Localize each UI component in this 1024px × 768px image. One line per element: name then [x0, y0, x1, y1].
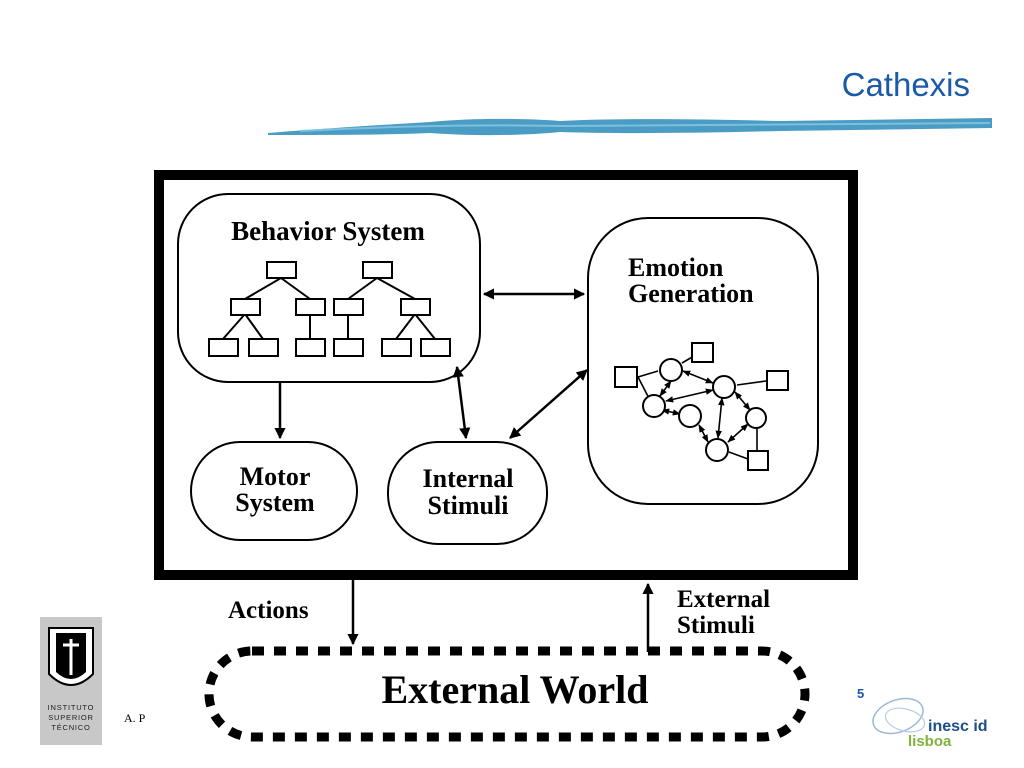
ist-logo-line3: TÉCNICO — [51, 723, 90, 732]
emotion-generation-label-line2: Generation — [628, 279, 754, 308]
behavior-system-label: Behavior System — [231, 216, 425, 246]
external-stimuli-label-line2: Stimuli — [677, 612, 755, 639]
behavior-tree-icon — [208, 261, 451, 357]
arrow-behavior-internal — [452, 365, 471, 440]
diagram-arrows — [274, 288, 654, 652]
ist-logo-line2: SUPERIOR — [48, 713, 94, 722]
internal-stimuli-label-line1: Internal — [423, 464, 514, 493]
emotion-network-icon — [614, 342, 789, 471]
footer-author: A. P — [124, 711, 146, 725]
system-frame — [154, 170, 858, 580]
motor-system-box: Motor System — [190, 441, 358, 541]
behavior-system-box: Behavior System — [177, 193, 481, 383]
external-stimuli-label-line1: External — [677, 586, 770, 613]
page-number: 5 — [857, 686, 865, 701]
arrow-internal-emotion — [509, 369, 588, 439]
motor-system-label-line2: System — [235, 488, 315, 517]
external-world-label: External World — [381, 667, 648, 712]
internal-stimuli-box: Internal Stimuli — [387, 441, 548, 545]
external-world-box: External World — [204, 646, 810, 742]
header-swoosh — [268, 118, 992, 136]
inesc-logo-line1: inesc id — [928, 718, 988, 735]
internal-stimuli-label-line2: Stimuli — [428, 491, 509, 520]
motor-system-label-line1: Motor — [240, 462, 311, 491]
inesc-logo-line2: lisboa — [908, 733, 952, 750]
slide-title: Cathexis — [841, 66, 970, 103]
inesc-id-logo: inesc id lisboa — [872, 697, 988, 750]
emotion-generation-label-line1: Emotion — [628, 253, 724, 282]
emotion-generation-box: Emotion Generation — [587, 217, 819, 505]
actions-label: Actions — [228, 597, 309, 624]
ist-logo-line1: INSTITUTO — [48, 703, 95, 712]
ist-logo: INSTITUTO SUPERIOR TÉCNICO — [40, 617, 102, 745]
